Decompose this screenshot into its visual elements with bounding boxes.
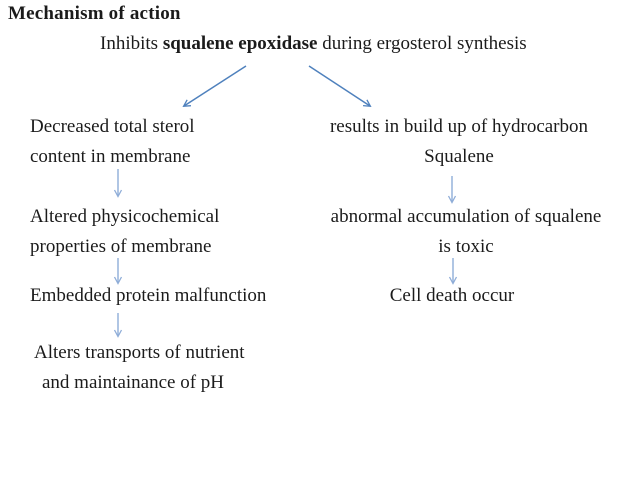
flow-text-line: and maintainance of pH [42,372,225,393]
arrow-subtitle-to-left-branch [182,65,247,108]
flow-text-line: Decreased total sterol [30,116,195,137]
flow-text-line: results in build up of hydrocarbon [329,116,589,137]
right-flow-step-1: results in build up of hydrocarbon Squal… [323,112,595,172]
subtitle-text-post: during ergosterol synthesis [317,33,527,54]
subtitle-bold-term: squalene epoxidase [162,33,318,54]
right-flow-step-3: Cell death occur [352,281,552,311]
slide-subtitle: Inhibits squalene epoxidase during ergos… [100,30,527,58]
subtitle-text-pre: Inhibits [100,33,163,54]
flow-text-line: Altered physicochemical [30,206,220,227]
flow-text-line: content in membrane [30,146,191,167]
left-flow-step-1: Decreased total sterol content in membra… [30,112,195,172]
left-flow-step-3: Embedded protein malfunction [30,281,266,311]
flow-text-line: Cell death occur [389,285,515,306]
flow-text-line: is toxic [438,236,494,257]
right-flow-step-2: abnormal accumulation of squalene is tox… [320,202,612,262]
left-flow-step-2: Altered physicochemical properties of me… [30,202,219,262]
flow-text-line: Embedded protein malfunction [30,285,267,306]
arrow-subtitle-to-right-branch [308,65,372,108]
flow-text-line: Alters transports of nutrient [34,342,245,363]
slide-title: Mechanism of action [8,3,181,24]
flow-text-line: properties of membrane [30,236,212,257]
flow-text-line: abnormal accumulation of squalene [330,206,602,227]
left-flow-step-4: Alters transports of nutrient and mainta… [34,338,245,398]
flow-text-line: Squalene [424,146,494,167]
